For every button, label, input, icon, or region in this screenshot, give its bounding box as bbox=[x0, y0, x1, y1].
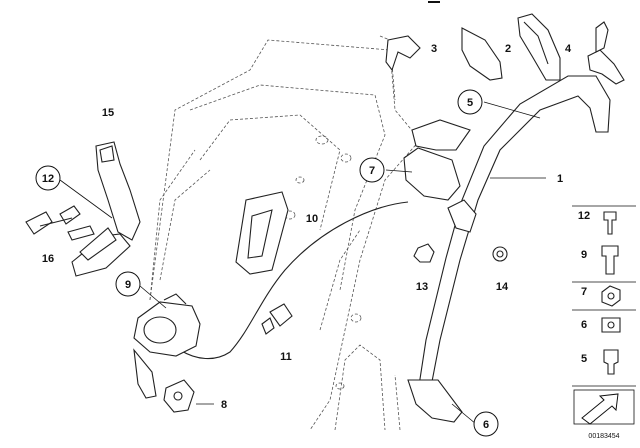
label-15: 15 bbox=[102, 107, 114, 119]
part-15-buckle bbox=[71, 141, 141, 277]
label-14: 14 bbox=[496, 281, 509, 293]
body-outline bbox=[149, 35, 421, 431]
part-3-bracket bbox=[385, 35, 421, 72]
label-10: 10 bbox=[306, 213, 318, 225]
part-16-anchor-bolts bbox=[25, 205, 95, 241]
part-4-covers bbox=[517, 13, 625, 85]
label-2: 2 bbox=[505, 43, 511, 55]
part-11-cable bbox=[179, 201, 409, 360]
callout-7: 7 bbox=[359, 157, 385, 183]
label-4: 4 bbox=[565, 43, 572, 55]
label-1: 1 bbox=[557, 173, 563, 185]
label-3: 3 bbox=[431, 43, 437, 55]
callout-12: 12 bbox=[35, 165, 61, 191]
part-8-anchor-clip bbox=[163, 379, 195, 413]
callout-9: 9 bbox=[115, 271, 141, 297]
label-16: 16 bbox=[42, 253, 54, 265]
legend-item-5: 5 bbox=[581, 353, 587, 365]
part-2-trim-cover bbox=[461, 27, 503, 81]
callout-9-label: 9 bbox=[125, 279, 131, 291]
part-14-nut bbox=[492, 246, 508, 262]
callout-5: 5 bbox=[457, 89, 483, 115]
callout-7-label: 7 bbox=[369, 165, 375, 177]
callout-5-label: 5 bbox=[467, 97, 473, 109]
legend-item-7: 7 bbox=[581, 286, 587, 298]
callout-6-label: 6 bbox=[483, 419, 489, 431]
image-id-text: 00183454 bbox=[588, 433, 619, 440]
part-10-bracket bbox=[235, 191, 289, 275]
legend-item-12: 12 bbox=[578, 210, 590, 222]
part-9-retractor bbox=[133, 293, 201, 399]
part-1-seat-belt-strap bbox=[403, 75, 611, 423]
hardware-legend: 12 9 7 6 5 00183454 bbox=[572, 205, 636, 440]
direction-arrow-icon bbox=[581, 393, 619, 425]
callout-12-label: 12 bbox=[42, 173, 54, 185]
callout-6: 6 bbox=[473, 411, 499, 437]
leader-lines bbox=[59, 101, 546, 425]
legend-item-9: 9 bbox=[581, 249, 587, 261]
label-8: 8 bbox=[221, 399, 227, 411]
legend-item-6: 6 bbox=[581, 319, 587, 331]
part-13-nut bbox=[413, 243, 435, 263]
label-11: 11 bbox=[280, 351, 292, 363]
label-13: 13 bbox=[416, 281, 428, 293]
